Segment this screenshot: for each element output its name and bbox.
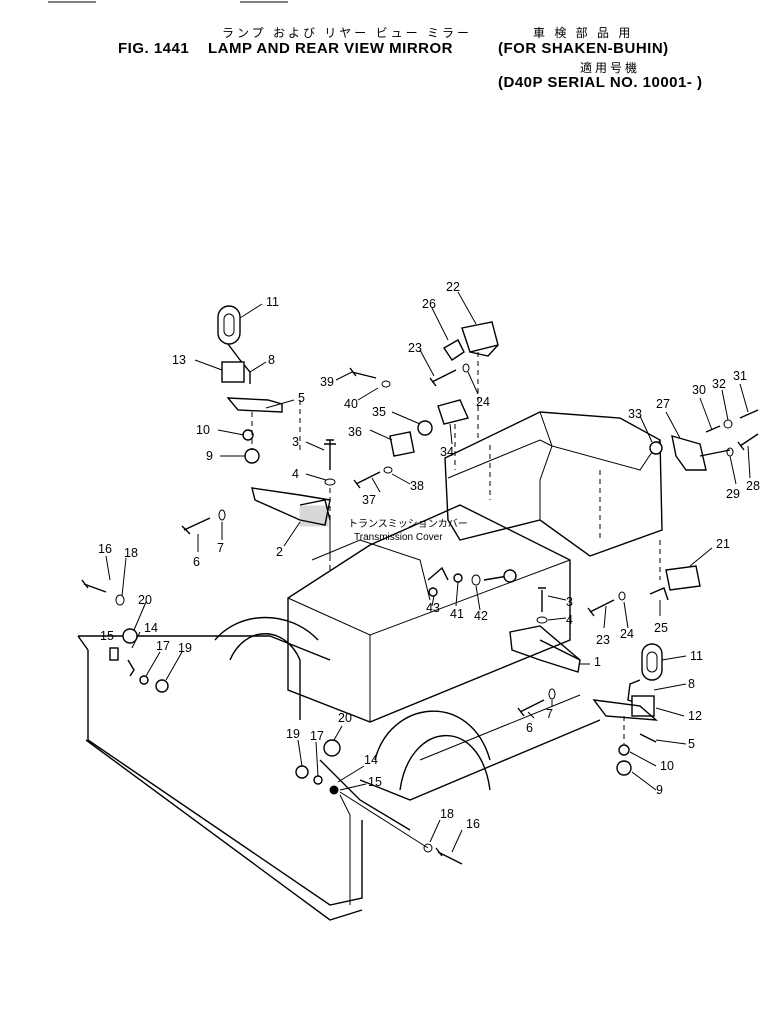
callout-36: 36 (348, 425, 362, 439)
callout-25: 25 (654, 621, 668, 635)
callout-4-upper: 4 (292, 467, 299, 481)
callout-16-left: 16 (98, 542, 112, 556)
callout-37: 37 (362, 493, 376, 507)
callout-3-upper: 3 (292, 435, 299, 449)
callout-38: 38 (410, 479, 424, 493)
callout-42: 42 (474, 609, 488, 623)
callout-33: 33 (628, 407, 642, 421)
top-rule (48, 1, 288, 3)
callout-6-upper: 6 (193, 555, 200, 569)
title-japanese: ランプ および リヤー ビュー ミラー (222, 26, 472, 40)
callout-24-upper: 24 (476, 395, 490, 409)
callout-24-lower: 24 (620, 627, 634, 641)
machine-body (214, 400, 663, 831)
callout-43: 43 (426, 601, 440, 615)
callout-1: 1 (594, 655, 601, 669)
callout-9-lower: 9 (656, 783, 663, 797)
callout-6-lower: 6 (526, 721, 533, 735)
callout-23-upper: 23 (408, 341, 422, 355)
callout-3-lower: 3 (566, 595, 573, 609)
callout-11-lower: 11 (690, 649, 703, 663)
callout-20-lower: 20 (338, 711, 352, 725)
callout-8-lower: 8 (688, 677, 695, 691)
callout-30: 30 (692, 383, 706, 397)
callout-10-upper: 10 (196, 423, 210, 437)
shaken-label: (FOR SHAKEN-BUHIN) (498, 40, 669, 57)
leader-lines (105, 291, 751, 853)
callout-32: 32 (712, 377, 726, 391)
callout-8-upper: 8 (268, 353, 275, 367)
callout-35: 35 (372, 405, 386, 419)
figure-number: FIG. 1441 (118, 40, 190, 57)
applicable-japanese: 適用号機 (580, 61, 641, 75)
callout-7-lower: 7 (546, 707, 553, 721)
callout-13: 13 (172, 353, 186, 367)
callout-14-left: 14 (144, 621, 158, 635)
callout-2: 2 (276, 545, 283, 559)
transmission-note-en: Transmission Cover (354, 532, 443, 543)
callout-20-left: 20 (138, 593, 152, 607)
callout-11-upper: 11 (266, 295, 279, 309)
callout-21: 21 (716, 537, 730, 551)
callout-23-lower: 23 (596, 633, 610, 647)
callout-5-lower: 5 (688, 737, 695, 751)
right-upper-assembly (649, 409, 759, 471)
callout-19-lower: 19 (286, 727, 300, 741)
rear-center-assembly (349, 321, 499, 489)
center-right-assembly (427, 540, 701, 717)
callout-29: 29 (726, 487, 740, 501)
callout-16-lower: 16 (466, 817, 480, 831)
blade-fittings (81, 579, 463, 865)
callout-10-lower: 10 (660, 759, 674, 773)
left-lamp-part-13 (221, 361, 245, 383)
right-lamp-assembly (592, 643, 663, 776)
callout-31: 31 (733, 369, 747, 383)
callout-41: 41 (450, 607, 464, 621)
callout-19-left: 19 (178, 641, 192, 655)
callout-17-lower: 17 (310, 729, 324, 743)
callout-27: 27 (656, 397, 670, 411)
callout-40: 40 (344, 397, 358, 411)
callout-18-lower: 18 (440, 807, 454, 821)
callout-15-lower: 15 (368, 775, 382, 789)
callout-4-lower: 4 (566, 613, 573, 627)
callout-26: 26 (422, 297, 436, 311)
callout-14-lower: 14 (364, 753, 378, 767)
callout-28: 28 (746, 479, 760, 493)
callout-17-left: 17 (156, 639, 170, 653)
callout-labels: 11 13 8 5 10 9 3 4 2 6 7 22 26 23 39 40 … (98, 280, 760, 831)
left-mirror-part-11 (217, 305, 241, 345)
shaken-japanese: 車 検 部 品 用 (533, 26, 634, 40)
callout-22: 22 (446, 280, 460, 294)
serial-number: (D40P SERIAL NO. 10001- ) (498, 74, 703, 91)
callout-9-upper: 9 (206, 449, 213, 463)
callout-34: 34 (440, 445, 454, 459)
callout-39: 39 (320, 375, 334, 389)
callout-7-upper: 7 (217, 541, 224, 555)
callout-5-upper: 5 (298, 391, 305, 405)
callout-15-left: 15 (100, 629, 114, 643)
left-lamp-assembly (181, 305, 336, 560)
dozer-blade (77, 635, 363, 921)
figure-title: LAMP AND REAR VIEW MIRROR (208, 40, 453, 57)
transmission-note-jp: トランスミッションカバー (348, 518, 468, 530)
callout-18-left: 18 (124, 546, 138, 560)
right-mirror-part-11 (641, 643, 663, 681)
callout-12: 12 (688, 709, 702, 723)
